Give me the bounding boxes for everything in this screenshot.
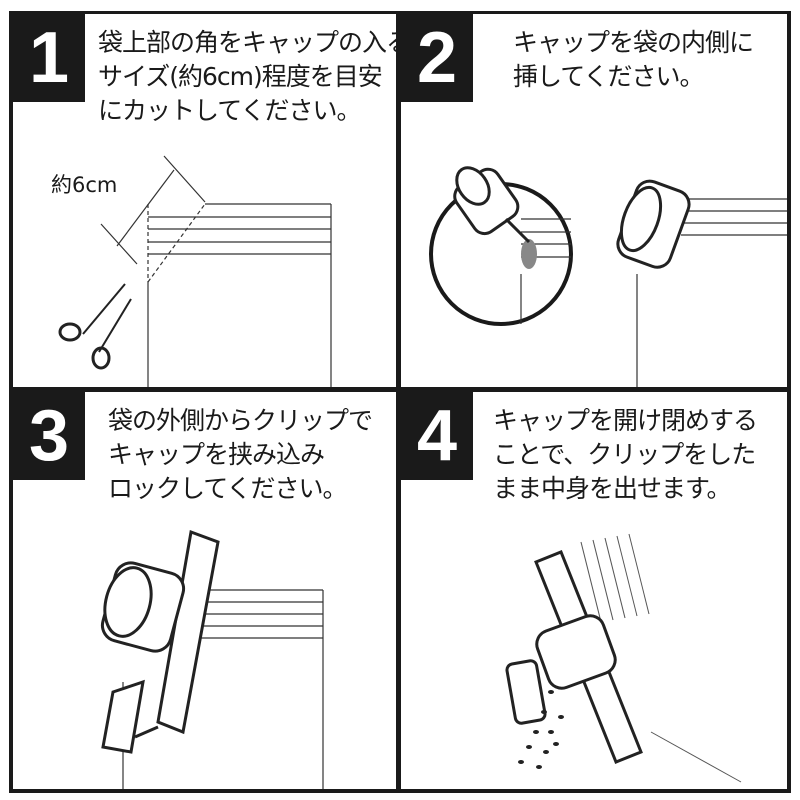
arrow-icon (134, 725, 159, 739)
step-text: 袋上部の角をキャップの入る サイズ(約6cm)程度を目安 にカットしてください。 (98, 26, 396, 128)
text-line: 袋上部の角をキャップの入る (98, 28, 396, 57)
step-text: キャップを開け閉めする ことで、クリップをした まま中身を出せます。 (493, 404, 758, 506)
cut-bag-illustration (58, 155, 332, 387)
bag-opening (521, 239, 537, 269)
step-4-panel: 4 キャップを開け閉めする ことで、クリップをした まま中身を出せます。 (401, 392, 787, 789)
cap-icon (505, 614, 617, 725)
step-text: キャップを袋の内側に 挿してください。 (513, 26, 754, 94)
bag-outline (580, 533, 742, 783)
bag-outline (100, 155, 332, 387)
text-line: にカットしてください。 (98, 96, 362, 125)
text-line: まま中身を出せます。 (493, 474, 732, 503)
cap-icon (453, 166, 520, 236)
text-line: キャップを開け閉めする (493, 406, 758, 435)
text-line: ロックしてください。 (108, 474, 348, 503)
arrow-icon (504, 217, 531, 244)
text-line: キャップを挟み込み (108, 440, 325, 469)
cap-icon (100, 561, 186, 653)
cap-in-bag-icon (616, 179, 691, 269)
step-3-panel: 3 袋の外側からクリップで キャップを挟み込み ロックしてください。 (13, 392, 396, 789)
scissors-icon (58, 283, 132, 370)
text-line: ことで、クリップをした (493, 440, 756, 469)
clip-cap-illustration (100, 529, 324, 789)
granules-icon (518, 690, 564, 769)
step-text: 袋の外側からクリップで キャップを挟み込み ロックしてください。 (108, 404, 373, 506)
dimension-label: 約6cm (51, 173, 118, 197)
pour-contents-illustration (505, 533, 742, 783)
text-line: 袋の外側からクリップで (108, 406, 373, 435)
step-number: 1 (13, 14, 85, 102)
insert-cap-illustration (429, 166, 787, 387)
text-line: キャップを袋の内側に (513, 28, 754, 57)
text-line: サイズ(約6cm)程度を目安 (98, 62, 383, 91)
step-number: 4 (401, 392, 473, 480)
clip-icon (101, 529, 220, 754)
step-number: 3 (13, 392, 85, 480)
text-line: 挿してください。 (513, 62, 705, 91)
step-number: 2 (401, 14, 473, 102)
step-1-panel: 1 袋上部の角をキャップの入る サイズ(約6cm)程度を目安 にカットしてくださ… (13, 14, 396, 387)
step-2-panel: 2 キャップを袋の内側に 挿してください。 (401, 14, 787, 387)
